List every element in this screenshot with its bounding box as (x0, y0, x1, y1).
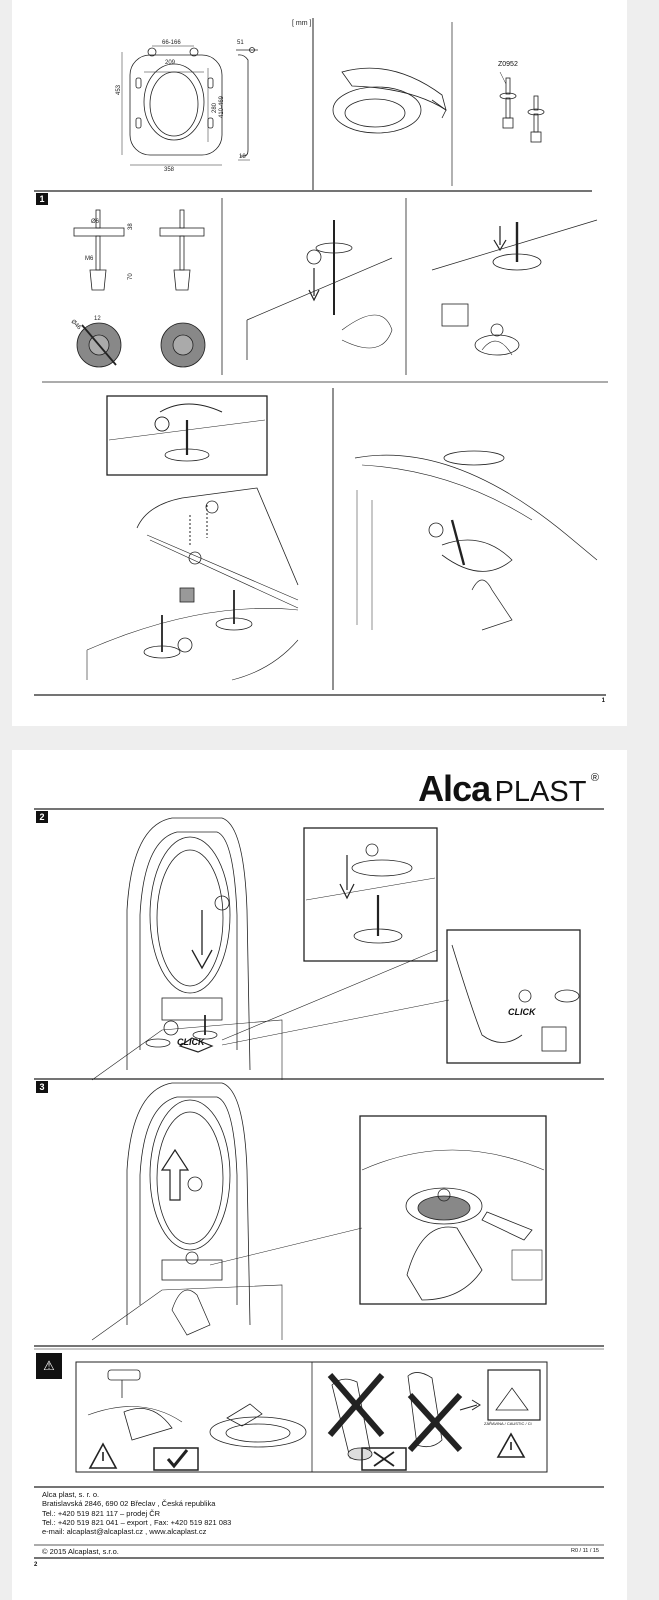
logo-light: PLAST (494, 776, 587, 808)
step-2-badge: 2 (36, 811, 48, 823)
page-number-1: 1 (601, 698, 605, 704)
unit-label: [ mm ] (292, 20, 312, 27)
alcaplast-logo: Alca PLAST ® (418, 768, 599, 810)
seat-remove-drawing (91, 1082, 363, 1341)
bolt-tighten-drawing (431, 219, 598, 356)
seat-mount-drawing (86, 487, 299, 681)
page2-drawings (34, 808, 604, 1559)
click-label-seat: CLICK (177, 1037, 205, 1047)
page-number-2: 2 (34, 1562, 38, 1568)
page1-drawings (34, 18, 608, 696)
bolt-details-drawing (73, 209, 206, 368)
nut-final-drawing (354, 450, 598, 631)
bolt-insert-drawing (246, 220, 393, 360)
step-1-badge: 1 (36, 193, 48, 205)
cleaning-ok-drawing (87, 1369, 307, 1471)
manual-page-2: Alca PLAST ® (12, 750, 627, 1600)
dim-thread: M6 (85, 256, 94, 262)
logo-bold: Alca (418, 768, 491, 809)
hinge-set-drawing (499, 71, 545, 143)
click-label-detail: CLICK (508, 1007, 536, 1017)
dim-range: 410-469 (219, 95, 225, 118)
dim-thickness: 18 (239, 154, 246, 160)
cover-insert-detail (305, 843, 436, 944)
release-button-detail (361, 1149, 545, 1301)
caustic-label: ZÁŘAVINA / CAUSTIC / Cl (484, 1421, 532, 1426)
logo-registered: ® (590, 772, 599, 784)
footer-line-email: e-mail: alcaplast@alcaplast.cz , www.alc… (42, 1527, 207, 1537)
seat-perspective-drawing (332, 67, 447, 134)
dim-width-hinge: 66-166 (162, 40, 181, 46)
click-detail (221, 944, 580, 1052)
footer-line-address: Bratislavská 2846, 690 02 Břeclav , Česk… (42, 1499, 216, 1509)
copyright: © 2015 Alcaplast, s.r.o. (42, 1547, 119, 1556)
footer-line-tel-export: Tel.: +420 519 821 041 – export , Fax: +… (42, 1517, 232, 1527)
care-instructions-icon: ⚠ (36, 1353, 62, 1379)
footer-line-company: Alca plast, s. r. o. (42, 1490, 100, 1499)
seat-dimension-drawing (121, 45, 258, 166)
dim-length: 453 (116, 84, 122, 95)
nut-tighten-detail (108, 403, 266, 462)
step-3-badge: 3 (36, 1081, 48, 1093)
dim-bolt-diameter: Ø6 (91, 219, 100, 225)
revision-code: R0 / 11 / 15 (570, 1548, 599, 1554)
dim-hinge-offset: 51 (237, 40, 244, 46)
dim-inner-width: 209 (165, 60, 176, 66)
seat-attach-drawing (91, 817, 283, 1081)
part-code: Z0952 (498, 61, 518, 68)
dim-bolt-length: 70 (128, 273, 134, 280)
dim-slot: 12 (94, 316, 101, 322)
company-address-block: Alca plast, s. r. o. Bratislavská 2846, … (42, 1490, 231, 1536)
dim-inner-length: 280 (212, 102, 218, 113)
manual-page-1: [ mm ] 66-166 51 209 453 280 410-469 358… (12, 0, 627, 726)
dim-bolt-top: 38 (128, 223, 134, 230)
dim-outer-width: 358 (164, 167, 175, 173)
footer-line-tel-sales: Tel.: +420 519 821 117 – prodej ČR (42, 1508, 161, 1518)
cleaning-forbidden-drawing (327, 1369, 541, 1471)
